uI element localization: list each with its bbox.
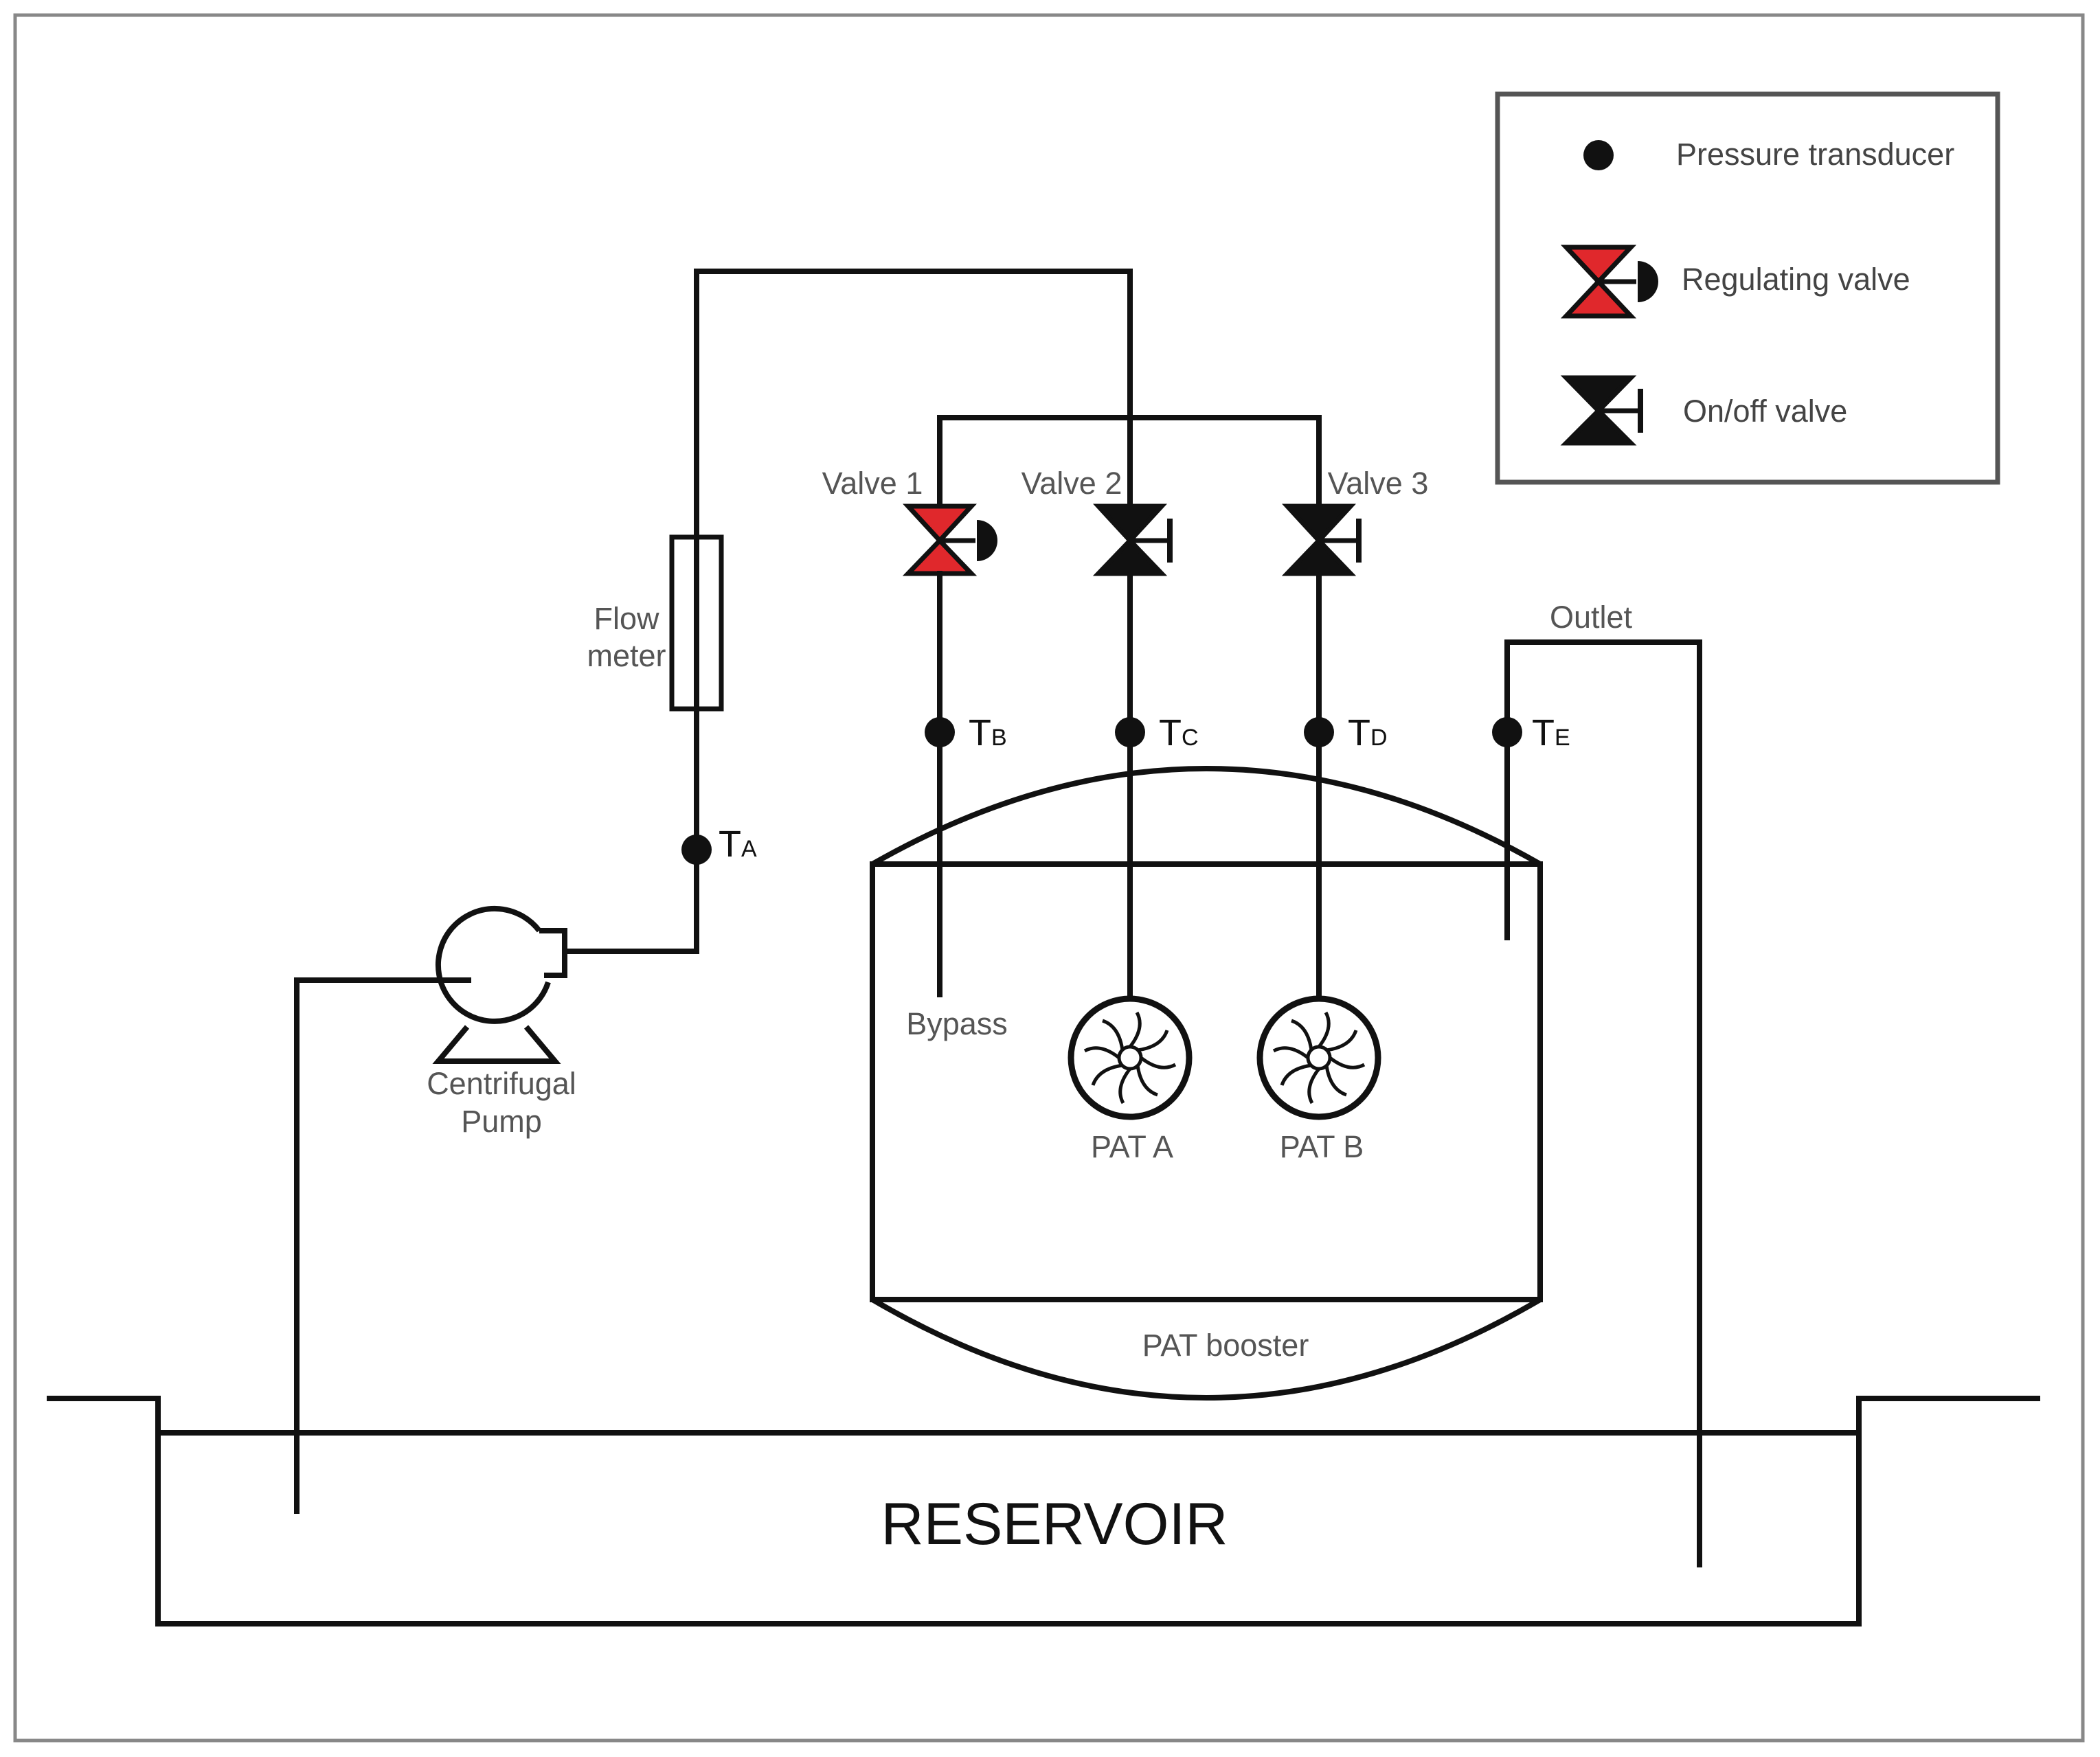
legend-pressure-transducer-label: Pressure transducer [1676, 137, 1954, 172]
flow-meter-label-line1: Flow [594, 601, 659, 636]
transducer-d-label: TD [1348, 712, 1388, 753]
pressure-transducer-e-icon [1492, 717, 1522, 747]
centrifugal-pump-label-line1: Centrifugal [427, 1066, 576, 1101]
pressure-transducer-a-icon [681, 835, 712, 865]
outer-frame [13, 13, 2085, 1743]
valve-1-regulating-icon [902, 503, 997, 576]
valve-manifold-pipe [937, 415, 1322, 519]
pressure-transducer-d-icon [1304, 717, 1334, 747]
reservoir-label: RESERVOIR [881, 1491, 1228, 1557]
legend-regulating-valve-label: Regulating valve [1682, 262, 1910, 297]
pressure-transducer-c-icon [1115, 717, 1145, 747]
transducer-a-label: TA [719, 824, 757, 865]
centrifugal-pump-label-line2: Pump [461, 1104, 542, 1139]
reservoir: RESERVOIR [47, 1396, 2040, 1626]
valve-1-label: Valve 1 [822, 466, 923, 501]
legend-box [1495, 91, 2000, 485]
bypass-label: Bypass [906, 1006, 1008, 1041]
legend-onoff-valve-label: On/off valve [1683, 394, 1847, 429]
pressure-transducer-b-icon [925, 717, 955, 747]
pat-a-impeller-icon [1071, 999, 1189, 1117]
valve-3-label: Valve 3 [1328, 466, 1429, 501]
centrifugal-pump-icon [432, 905, 567, 1064]
legend-onoff-valve-icon [1560, 375, 1643, 446]
legend-pressure-transducer-icon [1583, 140, 1614, 170]
valve-2-label: Valve 2 [1021, 466, 1122, 501]
valve-3-onoff-icon [1281, 503, 1362, 576]
pat-a-label: PAT A [1091, 1129, 1173, 1164]
legend-regulating-valve-icon [1560, 245, 1658, 319]
pat-booster-label: PAT booster [1142, 1328, 1309, 1363]
transducer-c-label: TC [1159, 712, 1199, 753]
valve-2-onoff-icon [1092, 503, 1173, 576]
legend: Pressure transducer Regulating valve On/… [1495, 91, 2000, 485]
pat-booster-tank [870, 766, 1543, 1401]
pat-b-impeller-icon [1260, 999, 1378, 1117]
transducer-b-label: TB [969, 712, 1007, 753]
transducer-e-label: TE [1532, 712, 1570, 753]
suction-pipe [294, 977, 471, 1514]
outlet-pipe [1504, 639, 1702, 1567]
outlet-label: Outlet [1550, 600, 1633, 635]
flow-meter-label-line2: meter [587, 638, 666, 673]
pat-b-label: PAT B [1280, 1129, 1364, 1164]
